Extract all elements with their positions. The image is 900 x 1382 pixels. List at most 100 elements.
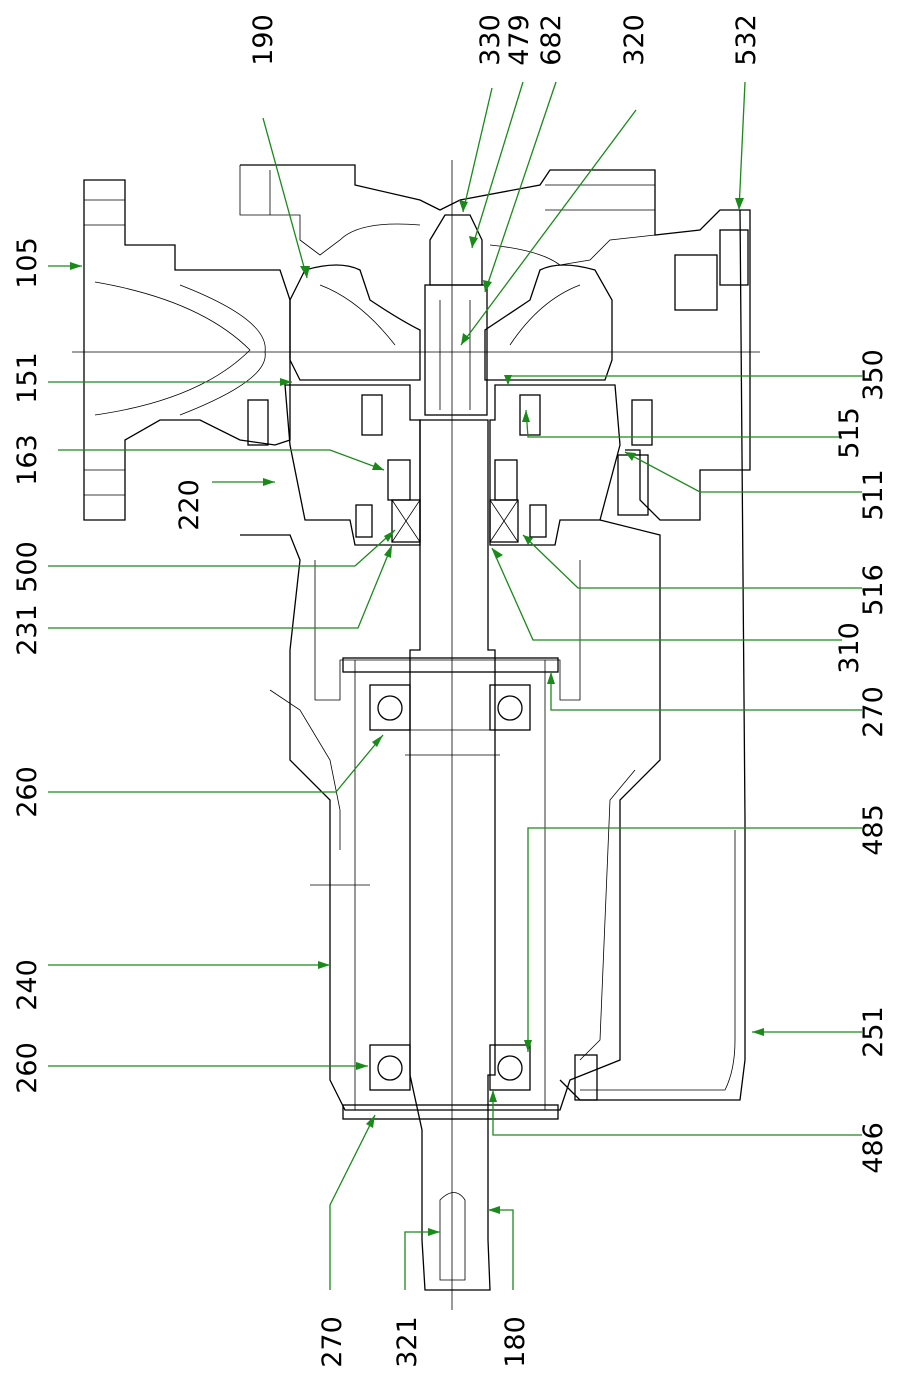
volute-left-wall <box>239 165 421 256</box>
label-270-bottom: 270 <box>317 1316 348 1368</box>
seal-sleeve-left <box>387 459 411 501</box>
label-500: 500 <box>12 541 43 593</box>
leader-516 <box>522 534 862 589</box>
arrowhead <box>366 1115 375 1128</box>
bearing-cover-upper <box>342 657 559 673</box>
flange-bolt-lines <box>84 199 125 496</box>
leader-190 <box>262 117 308 279</box>
leader-511 <box>624 451 862 493</box>
label-330: 330 <box>475 14 506 66</box>
label-511: 511 <box>858 469 889 521</box>
arrowhead <box>735 198 744 210</box>
leader-515 <box>525 409 842 438</box>
bearing-ball-ur <box>497 695 523 721</box>
leader-arrowheads <box>70 198 764 1236</box>
label-310: 310 <box>834 622 865 674</box>
bolt-seal-left <box>355 504 373 538</box>
drain-plug <box>617 454 649 516</box>
arrowhead <box>300 266 310 278</box>
label-220: 220 <box>174 479 205 531</box>
leader-260a <box>48 734 384 793</box>
bearing-housing-inner <box>314 560 581 701</box>
housing-rib-right <box>579 769 636 1061</box>
foot-bolt <box>574 1054 598 1101</box>
seal-sleeve-right <box>494 459 518 501</box>
bolt-left-upper <box>247 399 269 446</box>
leader-500 <box>48 529 396 567</box>
impeller <box>289 264 421 381</box>
label-270-right: 270 <box>858 686 889 738</box>
bearing-housing <box>240 519 661 1111</box>
leader-486 <box>492 1090 862 1136</box>
pump-foot-inner <box>580 830 736 1091</box>
label-240: 240 <box>12 959 43 1011</box>
label-251: 251 <box>858 1006 889 1058</box>
arrowhead <box>522 410 530 422</box>
label-105: 105 <box>12 237 43 289</box>
leader-532 <box>738 81 746 211</box>
label-486: 486 <box>858 1122 889 1174</box>
arrowhead <box>488 1206 500 1214</box>
arrowhead <box>504 375 512 385</box>
arrowhead <box>70 262 82 270</box>
leader-231 <box>48 544 393 629</box>
label-320: 320 <box>619 14 650 66</box>
arrowhead <box>459 200 468 212</box>
shaft-keyway <box>439 1192 466 1281</box>
arrowhead <box>372 735 383 747</box>
arrowhead <box>318 961 330 969</box>
bearing-ball-ul <box>377 695 403 721</box>
leader-682 <box>484 81 557 293</box>
casing-cover <box>284 384 421 546</box>
volute-ribs <box>545 184 655 211</box>
label-260-upper: 260 <box>12 766 43 818</box>
shaft-hub <box>424 284 488 416</box>
housing-foot-left <box>269 689 341 850</box>
bearing-lower-left <box>369 1044 411 1091</box>
arrowhead <box>492 548 503 559</box>
label-151: 151 <box>12 352 43 404</box>
bearing-housing-walls <box>354 660 546 1110</box>
main-shaft <box>409 419 496 1291</box>
suction-passage <box>94 281 251 416</box>
arrowhead <box>428 1228 440 1236</box>
part-labels: 190 330 479 682 320 532 105 151 163 220 … <box>12 14 889 1368</box>
arrowhead <box>384 545 392 558</box>
suction-inner <box>179 284 266 416</box>
arrowhead <box>384 530 395 542</box>
label-190: 190 <box>248 14 279 66</box>
label-180: 180 <box>500 1316 531 1368</box>
bearing-ball-lr <box>497 1055 523 1081</box>
arrowhead <box>489 1090 497 1102</box>
leader-479 <box>471 81 524 249</box>
label-485: 485 <box>858 804 889 856</box>
volute-casing <box>240 164 751 521</box>
bearing-ball-ll <box>377 1055 403 1081</box>
impeller-nut <box>429 214 483 286</box>
arrowhead <box>372 462 384 470</box>
arrowhead <box>752 1028 764 1036</box>
leader-lines <box>48 81 862 1290</box>
label-682: 682 <box>536 14 567 66</box>
arrowhead <box>356 1062 368 1070</box>
vent-plug <box>674 254 718 311</box>
label-260-lower: 260 <box>12 1042 43 1094</box>
impeller-vanes <box>319 284 581 346</box>
leader-270b <box>550 672 862 711</box>
bearing-upper-right <box>489 684 531 731</box>
label-515: 515 <box>834 407 865 459</box>
volute-right-wall <box>489 234 656 266</box>
seal-cross <box>391 499 519 543</box>
arrowhead <box>263 478 275 486</box>
leader-163 <box>58 449 385 471</box>
bolt-cover-left <box>361 394 383 436</box>
arrowhead <box>524 1040 532 1052</box>
label-231: 231 <box>12 604 43 656</box>
bolt-cover-right <box>519 394 541 436</box>
label-163: 163 <box>12 434 43 486</box>
label-350: 350 <box>858 349 889 401</box>
arrowhead <box>625 452 636 461</box>
leader-310 <box>491 547 842 641</box>
arrowhead <box>280 378 292 386</box>
